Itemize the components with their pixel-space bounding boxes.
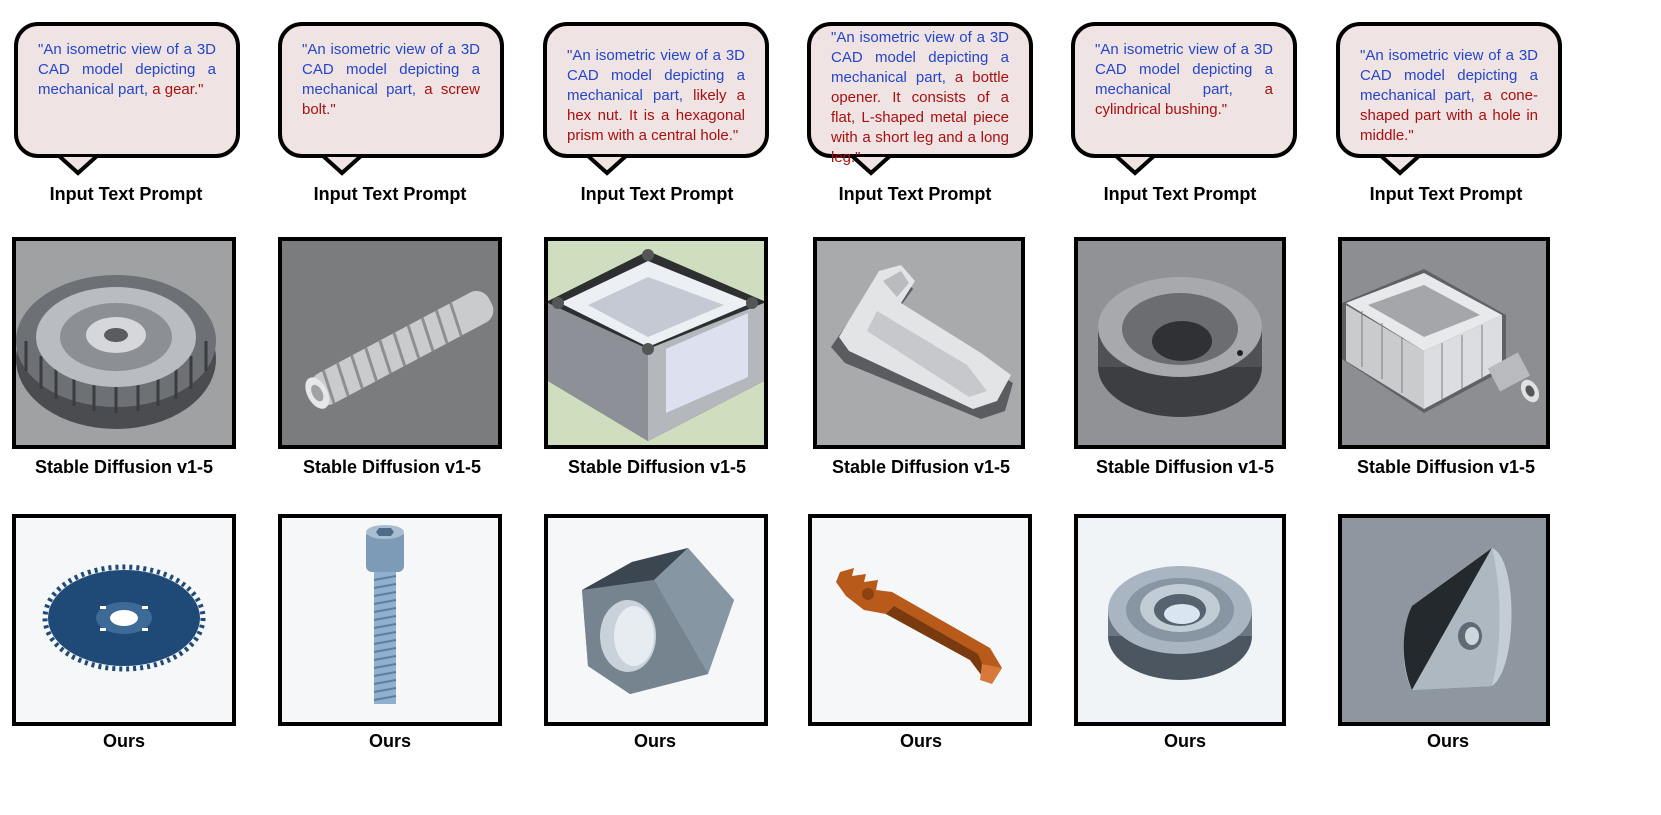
prompt-generic-text: "An isometric view of a 3D CAD model dep… xyxy=(1360,47,1538,104)
prompt-label: Input Text Prompt xyxy=(580,184,734,204)
prompt-specific-text: a cylindrical bushing." xyxy=(1095,81,1273,118)
ours-label: Ours xyxy=(633,731,676,751)
ours-image-bushing xyxy=(1074,514,1286,726)
column-screw-bolt: "An isometric view of a 3D CAD model dep… xyxy=(278,0,528,815)
sd-image-bottle-opener xyxy=(813,237,1025,449)
sd-label: Stable Diffusion v1-5 xyxy=(34,457,214,477)
bubble-tail xyxy=(1115,155,1155,176)
prompt-label: Input Text Prompt xyxy=(313,184,467,204)
prompt-label: Input Text Prompt xyxy=(1369,184,1523,204)
ours-label: Ours xyxy=(1163,731,1206,751)
prompt-generic-text: "An isometric view of a 3D CAD model dep… xyxy=(38,41,216,98)
prompt-specific-text: a cone-shaped part with a hole in middle… xyxy=(1360,87,1538,144)
sd-image-cone xyxy=(1338,237,1550,449)
prompt-generic-text: "An isometric view of a 3D CAD model dep… xyxy=(1095,41,1273,98)
ours-label: Ours xyxy=(1426,731,1469,751)
ours-label: Ours xyxy=(368,731,411,751)
prompt-specific-text: a screw bolt." xyxy=(302,81,480,118)
column-bottle-opener: "An isometric view of a 3D CAD model dep… xyxy=(807,0,1057,815)
ours-image-bottle-opener xyxy=(808,514,1032,726)
ours-image-screw-bolt xyxy=(278,514,502,726)
prompt-specific-text: likely a hex nut. It is a hexagonal pris… xyxy=(567,87,745,144)
sd-image-screw-bolt xyxy=(278,237,502,449)
sd-label: Stable Diffusion v1-5 xyxy=(567,457,747,477)
prompt-generic-text: "An isometric view of a 3D CAD model dep… xyxy=(302,41,480,98)
prompt-bubble: "An isometric view of a 3D CAD model dep… xyxy=(278,22,504,158)
bubble-tail xyxy=(587,155,627,176)
ours-label: Ours xyxy=(899,731,942,751)
bubble-tail xyxy=(322,155,362,176)
prompt-label: Input Text Prompt xyxy=(1103,184,1257,204)
prompt-bubble: "An isometric view of a 3D CAD model dep… xyxy=(807,22,1033,166)
prompt-bubble: "An isometric view of a 3D CAD model dep… xyxy=(1336,22,1562,158)
prompt-specific-text: a bottle opener. It consists of a flat, … xyxy=(831,69,1009,166)
ours-image-cone xyxy=(1338,514,1550,726)
prompt-bubble: "An isometric view of a 3D CAD model dep… xyxy=(1071,22,1297,158)
ours-label: Ours xyxy=(102,731,145,751)
sd-label: Stable Diffusion v1-5 xyxy=(1356,457,1536,477)
ours-image-hex-nut xyxy=(544,514,768,726)
ours-image-gear xyxy=(12,514,236,726)
prompt-generic-text: "An isometric view of a 3D CAD model dep… xyxy=(831,29,1009,86)
bubble-tail xyxy=(851,155,891,176)
bubble-tail xyxy=(58,155,98,176)
bubble-tail xyxy=(1380,155,1420,176)
sd-image-hex-nut xyxy=(544,237,768,449)
prompt-bubble: "An isometric view of a 3D CAD model dep… xyxy=(543,22,769,158)
column-cone: "An isometric view of a 3D CAD model dep… xyxy=(1336,0,1586,815)
sd-label: Stable Diffusion v1-5 xyxy=(302,457,482,477)
prompt-bubble: "An isometric view of a 3D CAD model dep… xyxy=(14,22,240,158)
prompt-generic-text: "An isometric view of a 3D CAD model dep… xyxy=(567,47,745,104)
sd-label: Stable Diffusion v1-5 xyxy=(831,457,1011,477)
prompt-specific-text: a gear." xyxy=(152,81,204,98)
sd-label: Stable Diffusion v1-5 xyxy=(1095,457,1275,477)
prompt-label: Input Text Prompt xyxy=(838,184,992,204)
column-gear: "An isometric view of a 3D CAD model dep… xyxy=(12,0,264,815)
column-hex-nut: "An isometric view of a 3D CAD model dep… xyxy=(543,0,793,815)
sd-image-gear xyxy=(12,237,236,449)
sd-image-bushing xyxy=(1074,237,1286,449)
column-bushing: "An isometric view of a 3D CAD model dep… xyxy=(1071,0,1321,815)
prompt-label: Input Text Prompt xyxy=(49,184,203,204)
